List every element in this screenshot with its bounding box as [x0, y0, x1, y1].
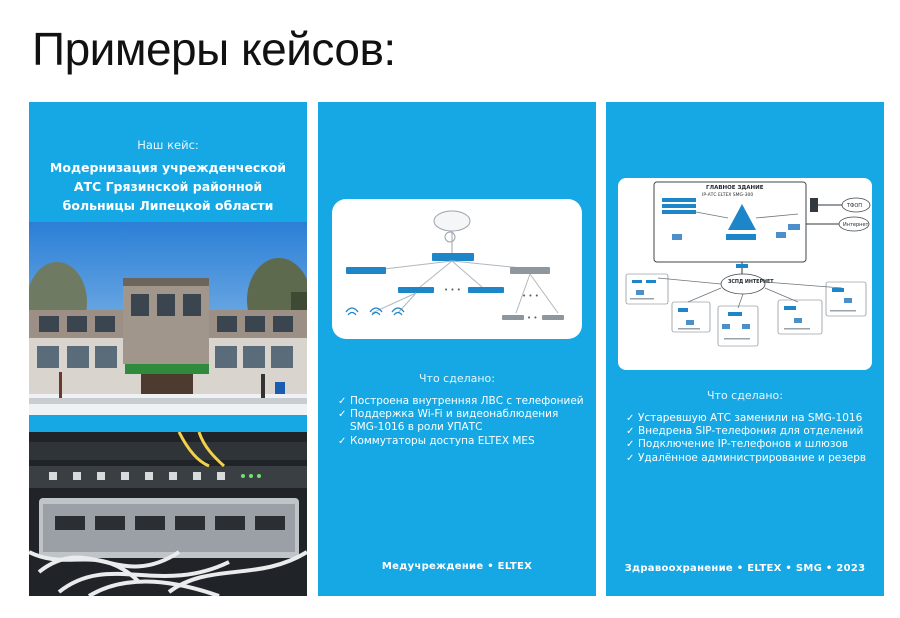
case-card-healthcare-smg: ГЛАВНОЕ ЗДАНИЕ IP-АТС ELTEX SMG-300 ТФОП… — [606, 102, 884, 596]
lan-network-diagram: • • • • • • • • — [332, 199, 582, 339]
case-heading: Модернизация учрежденческой АТС Грязинск… — [49, 160, 287, 213]
case-footer: Медучреждение • ELTEX — [381, 561, 533, 572]
case-card-medical-lan: • • • • • • • • Что сделано: Построена в… — [318, 102, 596, 596]
done-item: Коммутаторы доступа ELTEX MES — [338, 435, 588, 448]
hospital-building-photo — [29, 222, 307, 415]
done-item: Поддержка Wi-Fi и видеонаблюдения SMG-10… — [338, 408, 588, 434]
page-title: Примеры кейсов: — [32, 23, 396, 75]
pbx-network-diagram: ГЛАВНОЕ ЗДАНИЕ IP-АТС ELTEX SMG-300 ТФОП… — [618, 178, 872, 370]
done-title: Что сделано: — [419, 372, 495, 385]
diagram-internet-label: Интернет — [843, 222, 869, 228]
done-item: Подключение IP-телефонов и шлюзов — [626, 438, 878, 451]
done-item: Устаревшую АТС заменили на SMG-1016 — [626, 412, 878, 425]
done-list: Построена внутренняя ЛВС с телефонией По… — [338, 395, 588, 448]
diagram-pstn-label: ТФОП — [846, 203, 862, 209]
svg-text:• •: • • — [527, 314, 537, 322]
diagram-main-building-label: ГЛАВНОЕ ЗДАНИЕ — [706, 185, 764, 191]
diagram-pbx-label: IP-АТС ELTEX SMG-300 — [702, 192, 753, 198]
done-item: Удалённое администрирование и резерв — [626, 452, 878, 465]
svg-text:• • •: • • • — [444, 286, 461, 294]
case-card-hospital: Наш кейс: Модернизация учрежденческой АТ… — [29, 102, 307, 596]
done-item: Построена внутренняя ЛВС с телефонией — [338, 395, 588, 408]
done-item: Внедрена SIP-телефония для отделений — [626, 425, 878, 438]
case-subtitle: Наш кейс: — [137, 138, 199, 152]
case-footer: Здравоохранение • ELTEX • SMG • 2023 — [624, 563, 866, 574]
done-title: Что сделано: — [707, 389, 783, 402]
diagram-network-label: ЗСПД ИНТЕРНЕТ — [728, 279, 774, 285]
server-rack-photo — [29, 432, 307, 596]
done-list: Устаревшую АТС заменили на SMG-1016 Внед… — [626, 412, 878, 465]
svg-text:• • •: • • • — [522, 292, 539, 300]
